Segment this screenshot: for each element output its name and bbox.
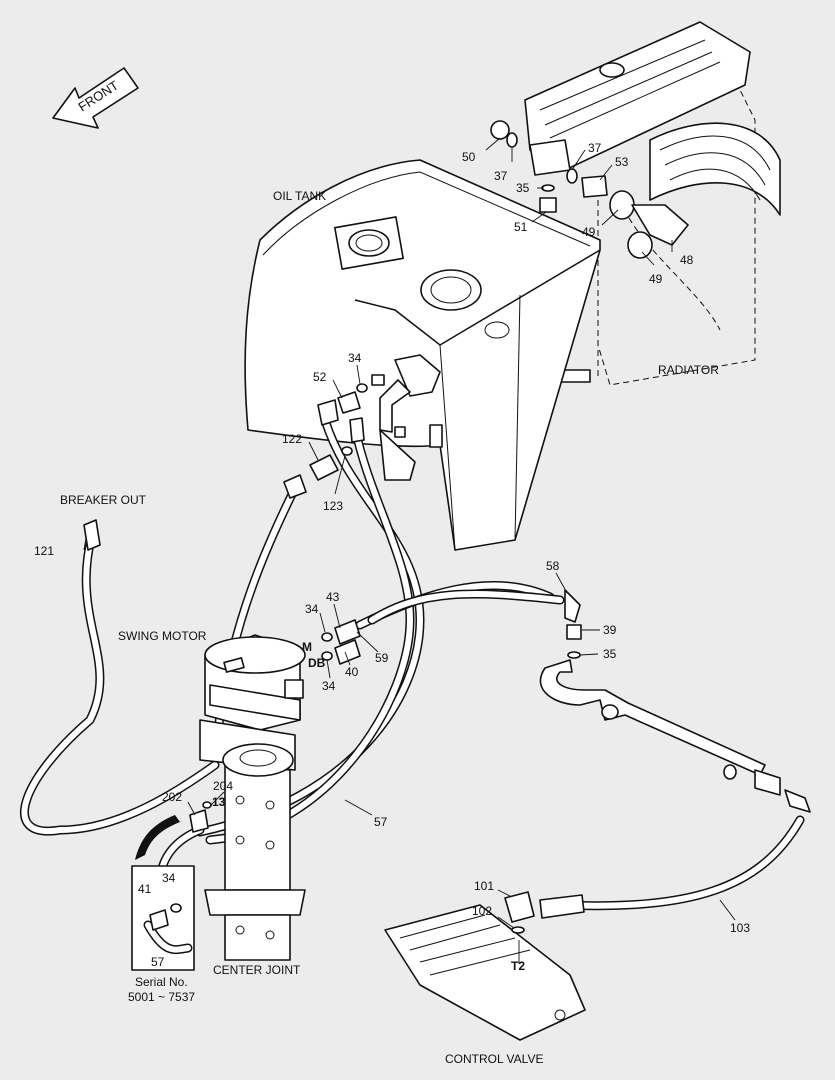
port-13-label: 13	[212, 795, 226, 809]
inset-part-57: 57	[151, 955, 165, 969]
callout-101: 101	[474, 879, 494, 893]
callout-numbers: 50 37 37 53 35 51 49 49 48 34 52 122 123…	[34, 141, 750, 935]
tank-fittings	[283, 383, 368, 499]
callout-34-motor-top: 34	[305, 602, 319, 616]
serial-label: Serial No.	[135, 975, 188, 989]
radiator	[524, 21, 781, 386]
breaker-out-label: BREAKER OUT	[60, 493, 147, 507]
oil-tank-label: OIL TANK	[273, 189, 326, 203]
callout-123: 123	[323, 499, 343, 513]
callout-40: 40	[345, 665, 359, 679]
callout-49-b: 49	[649, 272, 663, 286]
callout-48: 48	[680, 253, 694, 267]
control-valve-label: CONTROL VALVE	[445, 1052, 543, 1066]
center-joint-label: CENTER JOINT	[213, 963, 301, 977]
callout-35-a: 35	[516, 181, 530, 195]
leader-lines	[83, 137, 736, 964]
callout-59: 59	[375, 651, 389, 665]
callout-121: 121	[34, 544, 54, 558]
hoses	[20, 415, 805, 935]
callout-57: 57	[374, 815, 388, 829]
callout-39: 39	[603, 623, 617, 637]
front-arrow: FRONT	[52, 67, 139, 129]
inset-part-41: 41	[138, 882, 152, 896]
steel-pipe	[539, 589, 811, 813]
callout-35-b: 35	[603, 647, 617, 661]
callout-37-b: 37	[588, 141, 602, 155]
callout-58: 58	[546, 559, 560, 573]
callout-103: 103	[730, 921, 750, 935]
callout-50: 50	[462, 150, 476, 164]
serial-range: 5001 ~ 7537	[128, 990, 195, 1004]
callout-34-tank: 34	[348, 351, 362, 365]
callout-202: 202	[162, 790, 182, 804]
callout-122: 122	[282, 432, 302, 446]
callout-49-a: 49	[582, 225, 596, 239]
port-db-label: DB	[308, 656, 326, 670]
callout-53: 53	[615, 155, 629, 169]
center-joint	[204, 743, 306, 961]
control-valve	[384, 891, 586, 1041]
radiator-fittings	[490, 120, 689, 259]
callout-43: 43	[326, 590, 340, 604]
breaker-out-fitting	[83, 519, 101, 551]
motor-port-fittings	[189, 619, 361, 833]
callout-102: 102	[472, 904, 492, 918]
serial-inset: 34 41 57 Serial No. 5001 ~ 7537	[128, 815, 195, 1004]
swing-motor-label: SWING MOTOR	[118, 629, 207, 643]
port-m-label: M	[302, 640, 312, 654]
port-t2-label: T2	[511, 959, 525, 973]
callout-34-motor-bottom: 34	[322, 679, 336, 693]
oil-tank	[244, 159, 601, 551]
callout-52: 52	[313, 370, 327, 384]
inset-part-34: 34	[162, 871, 176, 885]
callout-51: 51	[514, 220, 528, 234]
radiator-label: RADIATOR	[658, 363, 719, 377]
callout-37-a: 37	[494, 169, 508, 183]
callout-204: 204	[213, 779, 233, 793]
